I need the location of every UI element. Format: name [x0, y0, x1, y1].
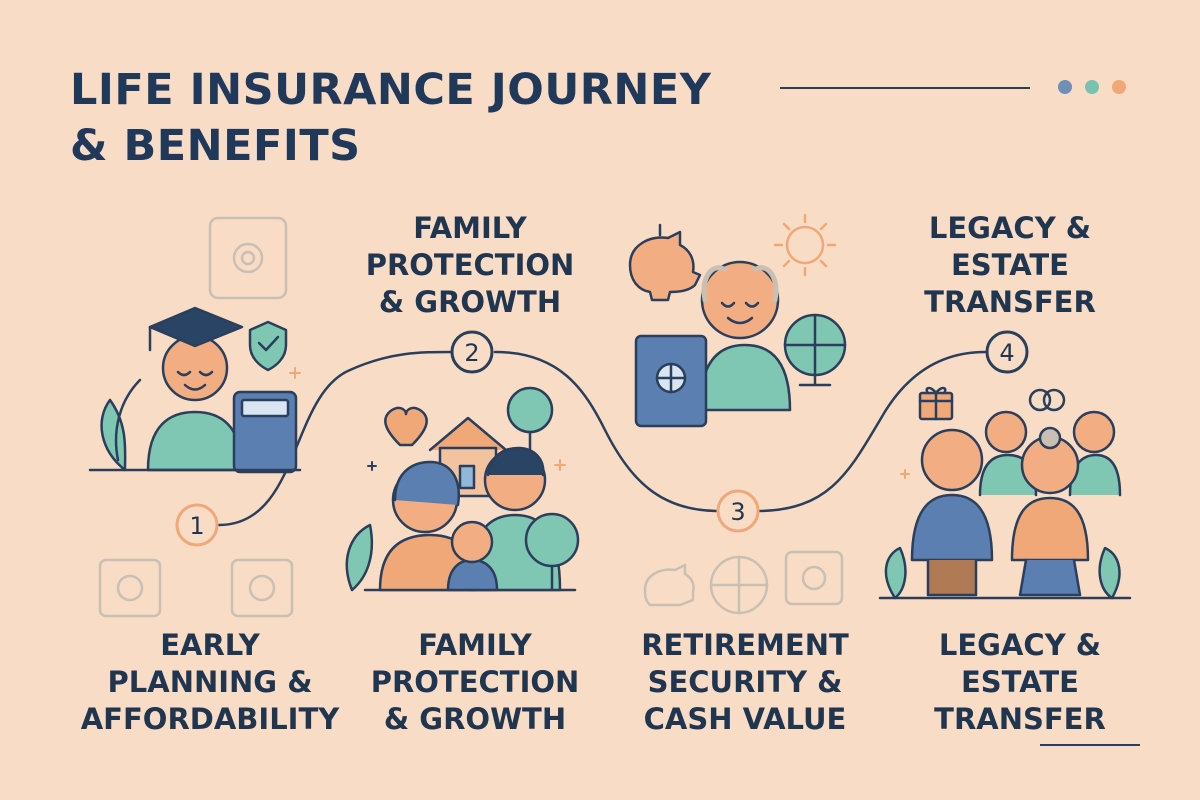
step-4-top-line-1: LEGACY &	[928, 211, 1092, 245]
step-4-top-line-3: TRANSFER	[924, 285, 1096, 319]
step-2-bottom-line-1: FAMILY	[418, 628, 532, 662]
step-2-illustration	[345, 386, 580, 592]
step-2-number: 2	[464, 339, 479, 367]
step-2-top-line-2: PROTECTION	[365, 248, 575, 282]
step-4-top-label: LEGACY & ESTATE TRANSFER	[880, 210, 1140, 321]
footer-divider	[1040, 744, 1140, 746]
sparkle-decorations	[289, 367, 910, 479]
step-3-number: 3	[730, 498, 745, 526]
step-2-badge: 2	[450, 330, 494, 374]
title-line-2: & BENEFITS	[70, 121, 361, 171]
step-4-bottom-line-1: LEGACY &	[938, 628, 1102, 662]
step-2-top-label: FAMILY PROTECTION & GROWTH	[340, 210, 600, 321]
step-4-number: 4	[999, 339, 1014, 367]
step-3-background-icons	[643, 550, 844, 615]
step-3-illustration	[628, 213, 847, 428]
step-3-badge: 3	[716, 489, 760, 533]
step-1-bottom-label: EARLY PLANNING & AFFORDABILITY	[60, 627, 360, 738]
step-3-bottom-label: RETIREMENT SECURITY & CASH VALUE	[610, 627, 880, 738]
step-2-bottom-line-2: PROTECTION	[370, 665, 580, 699]
title-line-1: LIFE INSURANCE JOURNEY	[70, 65, 712, 115]
step-1-illustration	[88, 216, 302, 474]
step-2-bottom-line-3: & GROWTH	[383, 702, 567, 736]
step-3-bottom-line-3: CASH VALUE	[643, 702, 847, 736]
header-dots	[1058, 80, 1126, 94]
step-1-badge: 1	[175, 503, 219, 547]
step-4-top-line-2: ESTATE	[950, 248, 1069, 282]
step-1-bottom-line-3: AFFORDABILITY	[80, 702, 340, 736]
step-2-top-line-3: & GROWTH	[378, 285, 562, 319]
step-1-bottom-line-1: EARLY	[160, 628, 260, 662]
step-1-bottom-line-2: PLANNING &	[107, 665, 313, 699]
dot-blue	[1058, 80, 1072, 94]
page-title: LIFE INSURANCE JOURNEY & BENEFITS	[70, 62, 711, 174]
step-4-bottom-line-3: TRANSFER	[934, 702, 1106, 736]
header-divider	[780, 87, 1030, 89]
step-4-badge: 4	[985, 330, 1029, 374]
dot-teal	[1085, 80, 1099, 94]
dot-orange	[1112, 80, 1126, 94]
step-1-number: 1	[189, 512, 204, 540]
step-2-bottom-label: FAMILY PROTECTION & GROWTH	[340, 627, 610, 738]
step-3-bottom-line-2: SECURITY &	[647, 665, 843, 699]
step-4-bottom-line-2: ESTATE	[960, 665, 1079, 699]
step-1-background-safes	[98, 558, 294, 618]
step-2-top-line-1: FAMILY	[413, 211, 527, 245]
step-3-bottom-line-1: RETIREMENT	[641, 628, 849, 662]
step-4-bottom-label: LEGACY & ESTATE TRANSFER	[885, 627, 1155, 738]
step-4-illustration	[878, 386, 1132, 600]
journey-path	[217, 350, 987, 527]
